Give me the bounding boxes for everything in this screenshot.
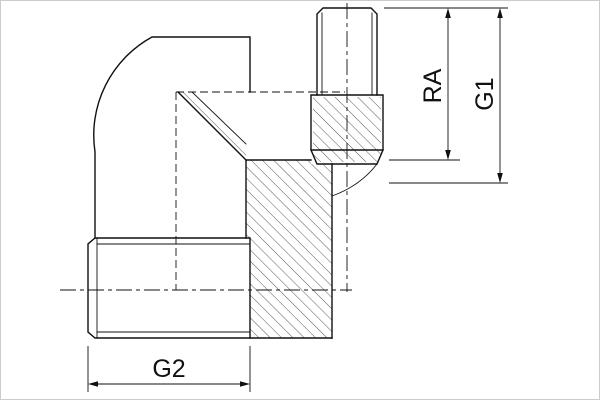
arrowhead-g2-left — [88, 381, 98, 387]
horizontal-thread-stub — [87, 237, 251, 339]
dimension-label-g2: G2 — [152, 355, 185, 383]
arrowhead-ra-top — [445, 8, 451, 18]
dimension-label-g1: G1 — [471, 77, 499, 110]
arrowhead-ra-bottom — [445, 150, 451, 160]
centerlines — [60, 3, 352, 292]
vertical-thread-stub — [310, 7, 384, 197]
hatch-body-block — [246, 160, 332, 338]
arrowhead-g1-bottom — [497, 173, 503, 183]
dimension-right: RA G1 — [384, 7, 508, 184]
dimension-label-ra: RA — [419, 68, 447, 103]
arrowhead-g1-top — [497, 8, 503, 18]
elbow-body — [93, 36, 333, 339]
dimension-bottom: G2 — [87, 346, 251, 392]
arrowhead-g2-right — [240, 381, 250, 387]
